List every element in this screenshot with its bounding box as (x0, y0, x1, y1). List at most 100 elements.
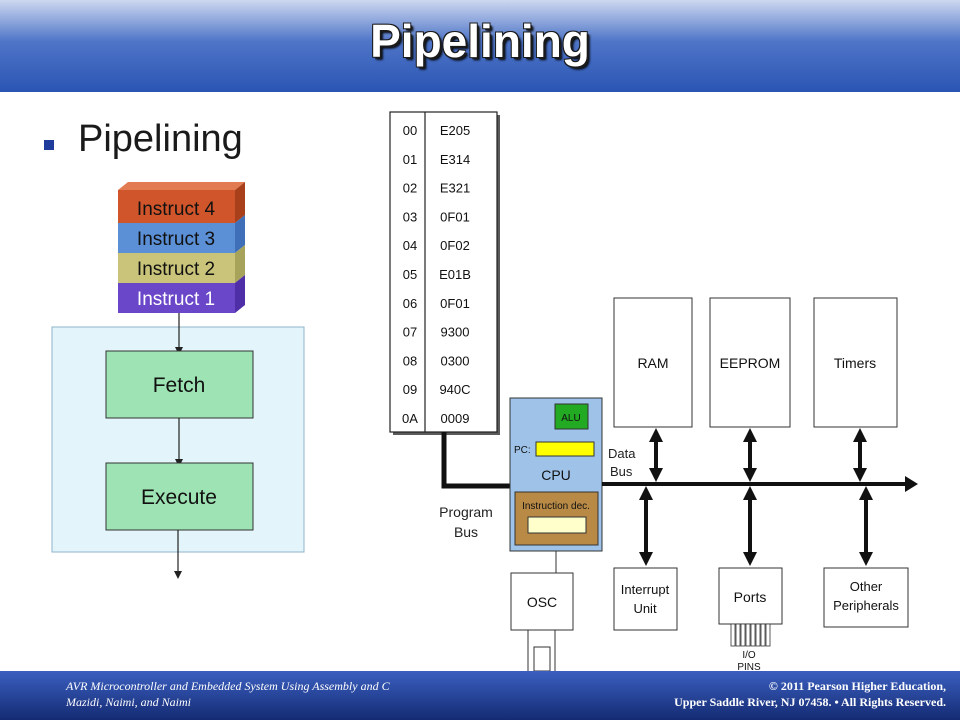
io-label-1: I/O (742, 650, 756, 661)
footer-authors: Mazidi, Naimi, and Naimi (66, 695, 192, 709)
memory-value: E205 (440, 123, 470, 138)
program-memory: 00 E205 01 E314 02 E321 03 0F01 04 0F02 05 E01B 06 0F… (389, 111, 500, 435)
memory-value: 0009 (441, 411, 470, 426)
data-bus-label-1: Data (608, 446, 636, 461)
bus-arrowhead (743, 468, 757, 482)
interrupt-label-1: Interrupt (621, 582, 670, 597)
memory-address: 02 (403, 181, 417, 196)
interrupt-label-2: Unit (633, 601, 657, 616)
io-pin (740, 623, 746, 647)
memory-address: 08 (403, 353, 417, 368)
memory-address: 00 (403, 123, 417, 138)
instruct-3-label: Instruct 3 (137, 229, 215, 250)
osc-block (510, 572, 574, 631)
memory-address: 09 (403, 382, 417, 397)
memory-value: 9300 (441, 325, 470, 340)
bus-arrowhead (853, 468, 867, 482)
interrupt-unit-block (613, 567, 678, 631)
memory-value: 0F01 (440, 296, 470, 311)
bus-connection-arrows (639, 428, 873, 566)
bus-arrowhead (649, 468, 663, 482)
bus-arrowhead (743, 552, 757, 566)
decoder-label: Instruction dec. (522, 501, 590, 512)
bus-arrowhead (649, 428, 663, 442)
ports-label: Ports (734, 589, 767, 605)
footer-copyright-line2: Upper Saddle River, NJ 07458. • All Righ… (674, 695, 946, 709)
data-bus-arrowhead (905, 476, 918, 492)
instruct-4-label: Instruct 4 (137, 199, 216, 220)
bullet-text: Pipelining (78, 118, 243, 160)
io-pin (765, 623, 771, 647)
bullet-square-icon (44, 140, 54, 150)
bus-arrowhead (639, 552, 653, 566)
memory-address: 05 (403, 267, 417, 282)
pc-register (535, 441, 595, 457)
instruct-2-block: Instruct 2 (118, 245, 245, 283)
memory-address: 06 (403, 296, 417, 311)
instruction-stack: Instruct 4 Instruct 3 Instruct 2 Instruc… (118, 182, 245, 313)
pc-label: PC: (514, 445, 531, 456)
execute-stage (105, 462, 254, 531)
fetch-label: Fetch (153, 374, 206, 397)
memory-address: 07 (403, 325, 417, 340)
io-pin (755, 623, 761, 647)
cpu-block: ALU PC: CPU Instruction dec. (509, 397, 603, 552)
memory-value: 0F02 (440, 238, 470, 253)
alu-label: ALU (561, 413, 580, 424)
instruct-4-block: Instruct 4 (118, 182, 245, 223)
memory-address: 0A (402, 411, 418, 426)
footer-bar: AVR Microcontroller and Embedded System … (0, 671, 960, 720)
other-peripherals-block (823, 567, 909, 628)
program-bus-line (441, 432, 510, 489)
instruct-1-block: Instruct 1 (118, 275, 245, 313)
memory-address: 01 (403, 152, 417, 167)
footer-book-title: AVR Microcontroller and Embedded System … (66, 679, 390, 693)
fetch-stage (105, 350, 254, 419)
io-label-2: PINS (737, 662, 761, 673)
execute-label: Execute (141, 486, 217, 509)
bus-arrowhead (853, 428, 867, 442)
io-pins (730, 623, 771, 647)
memory-value: 0F01 (440, 209, 470, 224)
bus-arrowhead (859, 552, 873, 566)
bus-arrowhead (743, 428, 757, 442)
instruct-1-label: Instruct 1 (137, 289, 215, 310)
ram-block (613, 297, 693, 428)
decoder-register (527, 516, 587, 534)
io-pin (745, 623, 751, 647)
timers-label: Timers (834, 355, 876, 371)
other-label-1: Other (850, 579, 883, 594)
bus-arrowhead (743, 486, 757, 500)
osc-label: OSC (527, 594, 557, 610)
io-pin (730, 623, 736, 647)
memory-value: 0300 (441, 353, 470, 368)
footer-copyright: © 2011 Pearson Higher Education, Upper S… (616, 678, 946, 710)
memory-value: E314 (440, 152, 470, 167)
bus-arrowhead (859, 486, 873, 500)
memory-value: 940C (439, 382, 470, 397)
memory-value: E01B (439, 267, 471, 282)
eeprom-label: EEPROM (720, 355, 781, 371)
ram-label: RAM (637, 355, 668, 371)
eeprom-block (709, 297, 791, 428)
instruct-2-label: Instruct 2 (137, 259, 215, 280)
timers-block (813, 297, 898, 428)
bus-arrowhead (639, 486, 653, 500)
memory-address: 04 (403, 238, 417, 253)
instruct-3-block: Instruct 3 (118, 215, 245, 253)
io-pin (760, 623, 766, 647)
title-bar: Pipelining (0, 0, 960, 92)
cpu-label: CPU (541, 467, 571, 483)
memory-address: 03 (403, 209, 417, 224)
program-bus-label-1: Program (439, 504, 493, 520)
footer-copyright-line1: © 2011 Pearson Higher Education, (768, 679, 946, 693)
crystal-symbol (527, 630, 556, 672)
data-bus-label-2: Bus (610, 464, 633, 479)
alu-block (554, 403, 589, 430)
other-label-2: Peripherals (833, 598, 899, 613)
memory-value: E321 (440, 181, 470, 196)
slide-title: Pipelining (370, 15, 590, 67)
ports-block (718, 567, 783, 625)
io-pin (750, 623, 756, 647)
